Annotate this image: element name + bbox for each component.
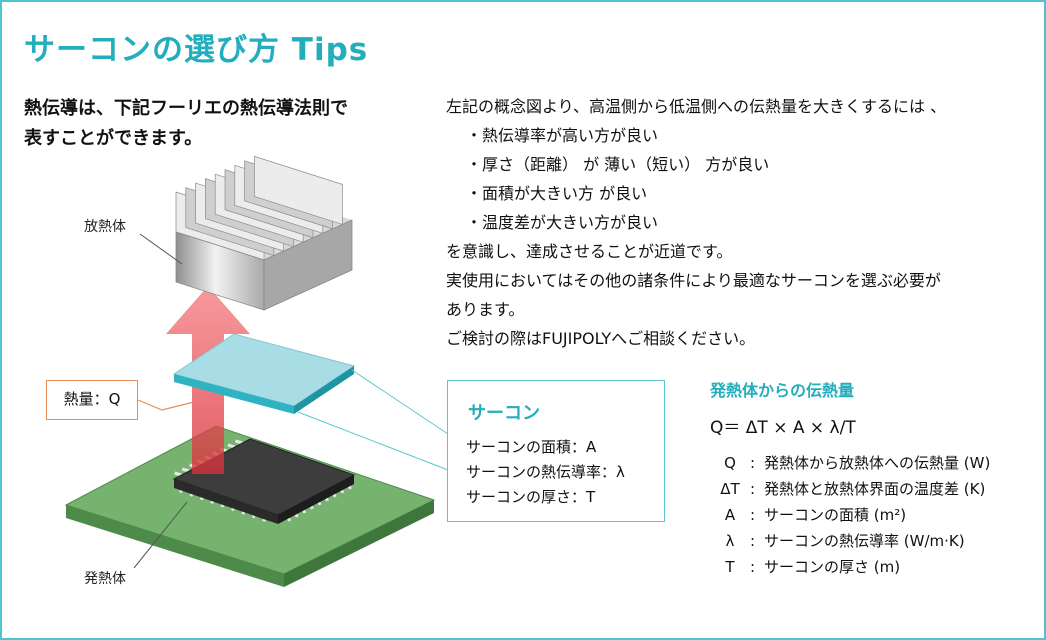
definition-row: T: サーコンの厚さ (m) [710, 554, 990, 580]
formula-section: 発熱体からの伝熱量 Q＝ ΔT × A × λ/T Q: 発熱体から放熱体への伝熱… [710, 377, 1040, 580]
definition-colon: : [750, 506, 756, 524]
explanation-text: 左記の概念図より、高温側から低温側への伝熱量を大きくするには 、・熱伝導率が高い… [446, 92, 1036, 353]
pad-callout: サーコン サーコンの面積：A サーコンの熱伝導率：λ サーコンの厚さ：T [447, 380, 665, 522]
heatsink-label: 放熱体 [84, 219, 126, 235]
formula-equation: Q＝ ΔT × A × λ/T [710, 418, 856, 438]
definition-colon: : [750, 532, 756, 550]
page-title: サーコンの選び方 Tips [24, 32, 369, 68]
definition-symbol: ΔT [720, 480, 740, 498]
explanation-line: ・面積が大きい方 が良い [466, 184, 648, 203]
heatsink-fin [254, 155, 343, 225]
definition-row: λ: サーコンの熱伝導率 (W/m·K) [710, 528, 990, 554]
explanation-line: を意識し、達成させることが近道です。 [446, 242, 733, 261]
formula-heading: 発熱体からの伝熱量 [710, 381, 855, 400]
pad-leader-top [351, 369, 449, 435]
definition-symbol: λ [725, 532, 735, 550]
chip-pin [227, 443, 236, 449]
explanation-line: 左記の概念図より、高温側から低温側への伝熱量を大きくするには 、 [446, 97, 947, 116]
explanation-line: ご検討の際はFUJIPOLYへご相談ください。 [446, 329, 756, 348]
chip-pin [234, 439, 243, 445]
heat-source-label: 発熱体 [84, 571, 126, 587]
heatsink-leader [139, 233, 183, 265]
intro-line: 熱伝導は、下記フーリエの熱伝導法則で [24, 98, 348, 119]
callout-line: サーコンの熱伝導率：λ [466, 463, 625, 481]
definition-meaning: 発熱体と放熱体界面の温度差 (K) [764, 480, 986, 498]
definition-colon: : [750, 558, 756, 576]
definition-symbol: A [724, 506, 736, 524]
thermal-pad [172, 333, 356, 414]
definition-symbol: T [725, 558, 735, 576]
definition-meaning: サーコンの熱伝導率 (W/m·K) [764, 532, 965, 550]
heat-flow-label: 熱量：Q [46, 380, 138, 420]
definition-colon: : [750, 480, 756, 498]
callout-title: サーコン [468, 403, 540, 424]
definition-row: ΔT: 発熱体と放熱体界面の温度差 (K) [710, 476, 990, 502]
definition-meaning: サーコンの面積 (m²) [764, 506, 907, 524]
heat-flow-leader [137, 399, 195, 411]
formula-definitions: Q: 発熱体から放熱体への伝熱量 (W) ΔT: 発熱体と放熱体界面の温度差 (K) A… [710, 450, 990, 580]
definition-colon: : [750, 454, 756, 472]
definition-meaning: 発熱体から放熱体への伝熱量 (W) [764, 454, 991, 472]
intro-text: 熱伝導は、下記フーリエの熱伝導法則で 表すことができます。 [24, 94, 348, 154]
callout-line: サーコンの厚さ：T [466, 488, 596, 506]
chip-pin [181, 467, 190, 473]
heat-source-leader [133, 501, 188, 569]
callout-line: サーコンの面積：A [466, 438, 597, 456]
heatsink [175, 155, 353, 311]
explanation-line: ・温度差が大きい方が良い [466, 213, 659, 232]
intro-line: 表すことができます。 [24, 128, 203, 149]
chip-pin [174, 471, 183, 477]
definition-row: A: サーコンの面積 (m²) [710, 502, 990, 528]
explanation-line: あります。 [446, 300, 525, 319]
definition-row: Q: 発熱体から放熱体への伝熱量 (W) [710, 450, 990, 476]
definition-symbol: Q [724, 454, 736, 472]
pad-leader-bottom [297, 411, 449, 471]
explanation-line: 実使用においてはその他の諸条件により最適なサーコンを選ぶ必要が [446, 271, 941, 290]
explanation-line: ・厚さ（距離） が 薄い（短い） 方が良い [466, 155, 770, 174]
explanation-line: ・熱伝導率が高い方が良い [466, 126, 659, 145]
definition-meaning: サーコンの厚さ (m) [764, 558, 901, 576]
